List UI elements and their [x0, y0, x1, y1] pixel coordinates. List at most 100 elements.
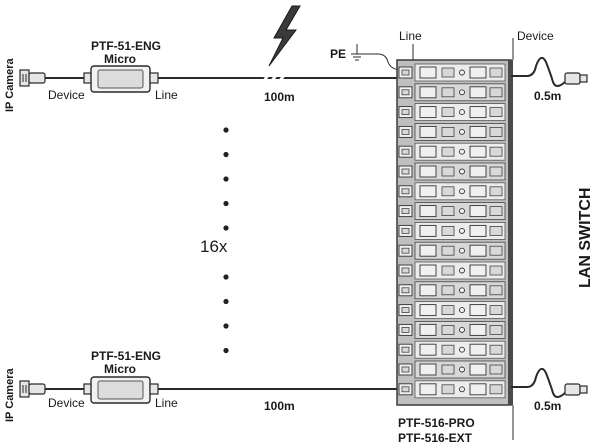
module-led [459, 307, 465, 314]
bottom-line-label: Line [155, 396, 178, 410]
module-jack [419, 165, 437, 178]
module-component [489, 324, 503, 335]
module-led [459, 267, 465, 274]
bottom-device-label: Device [48, 396, 85, 410]
module-led [459, 128, 465, 135]
continuation-dot [223, 298, 229, 305]
module-component [489, 186, 503, 197]
line-port-contact [401, 287, 410, 294]
module-led [459, 346, 465, 353]
module-jack [419, 284, 437, 297]
module-component [441, 245, 455, 256]
module-jack [469, 165, 487, 178]
module-led [459, 386, 465, 393]
module-jack [419, 363, 437, 376]
continuation-dots [223, 127, 229, 354]
module-led [459, 287, 465, 294]
top-line-label: Line [155, 88, 178, 102]
lan-switch-label: LAN SWITCH [577, 188, 594, 288]
module-led [459, 208, 465, 215]
line-port-contact [401, 69, 410, 76]
module-led [459, 326, 465, 333]
top-distance-label: 100m [264, 90, 295, 104]
bottom-patch-cable-icon [511, 367, 588, 398]
module-jack [469, 66, 487, 79]
module-component [441, 186, 455, 197]
panel-device-label: Device [517, 29, 554, 43]
continuation-dot [223, 347, 229, 354]
bottom-camera-label: IP Camera [4, 368, 16, 422]
line-port-contact [401, 267, 410, 274]
pe-label: PE [330, 47, 346, 61]
module-jack [419, 106, 437, 119]
module-component [441, 127, 455, 137]
continuation-dot [223, 127, 229, 133]
bottom-camera-link: IP Camera Device PTF-51-ENG Micro Line 1… [4, 349, 403, 422]
bottom-camera-connector-icon [19, 380, 46, 398]
module-jack [469, 125, 487, 138]
line-port-contact [401, 366, 410, 373]
module-led [459, 227, 465, 234]
panel-model-secondary: PTF-516-EXT [398, 431, 473, 445]
top-camera-connector-icon [19, 69, 46, 87]
module-jack [469, 106, 487, 119]
continuation-dot [223, 225, 229, 231]
top-device-label: Device [48, 88, 85, 102]
module-component [441, 324, 455, 335]
continuation-dot [223, 176, 229, 182]
top-protector-subtitle: Micro [104, 52, 136, 66]
panel-line-label: Line [399, 29, 422, 43]
bottom-surge-protector [83, 376, 159, 404]
bottom-patch-length-label: 0.5m [534, 399, 561, 413]
line-port-contact [401, 247, 410, 254]
module-led [459, 188, 465, 195]
module-component [441, 225, 455, 236]
continuation-dot [223, 151, 229, 158]
module-jack [469, 86, 487, 99]
module-jack [469, 304, 487, 317]
line-port-contact [401, 89, 410, 96]
panel-model-primary: PTF-516-PRO [398, 416, 475, 430]
module-led [459, 69, 465, 76]
module-component [489, 344, 503, 355]
line-port-contact [401, 109, 410, 115]
lightning-bolt-icon [268, 5, 301, 67]
top-surge-protector [83, 65, 159, 93]
module-led [459, 89, 465, 96]
module-component [489, 127, 503, 137]
line-port-contact [401, 346, 410, 353]
line-port-contact [401, 188, 410, 195]
module-component [441, 166, 455, 177]
module-jack [419, 185, 437, 198]
module-component [489, 265, 503, 276]
patch-panel [396, 59, 513, 406]
module-jack [419, 343, 437, 356]
module-component [489, 364, 503, 375]
module-component [441, 265, 455, 276]
continuation-dot [223, 323, 229, 329]
module-component [441, 206, 455, 217]
top-patch-cable-icon [511, 56, 588, 87]
module-component [489, 384, 503, 395]
line-port-contact [401, 168, 410, 175]
module-component [441, 107, 455, 117]
ground-symbol-icon [351, 44, 363, 61]
module-jack [469, 323, 487, 336]
module-component [489, 305, 503, 316]
module-led [459, 109, 465, 116]
module-jack [469, 224, 487, 237]
module-jack [469, 264, 487, 277]
module-component [489, 166, 503, 177]
module-component [489, 206, 503, 217]
line-port-contact [401, 307, 410, 314]
module-jack [419, 244, 437, 257]
module-led [459, 247, 465, 254]
module-jack [419, 145, 437, 158]
module-component [441, 67, 455, 78]
module-jack [419, 125, 437, 138]
line-port-contact [401, 148, 410, 155]
module-jack [469, 284, 487, 297]
top-camera-link: IP Camera Device PTF-51-ENG Micro Line 1… [4, 39, 403, 112]
module-component [489, 146, 503, 157]
